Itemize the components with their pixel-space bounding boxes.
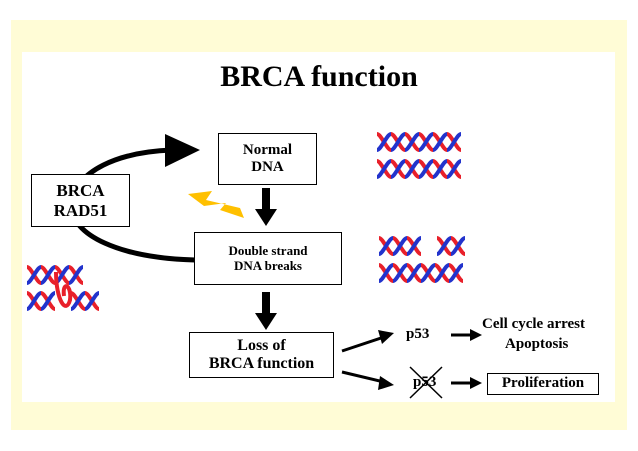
dna-helix-break-1a	[378, 236, 422, 256]
dna-repair-loop	[54, 271, 73, 308]
lightning-icon	[188, 191, 244, 218]
proliferation-box: Proliferation	[487, 373, 599, 395]
diag-arrow-up	[341, 335, 385, 353]
down-arrow-2-head	[255, 313, 277, 330]
brca-rad51-label: BRCA RAD51	[53, 180, 108, 220]
cell-cycle-arrest-label: Cell cycle arrest	[482, 316, 586, 332]
normal-dna-label: Normal DNA	[242, 141, 293, 175]
dna-helix-break-1b	[436, 236, 466, 256]
down-arrow-1-shaft	[262, 188, 270, 210]
down-arrow-2-shaft	[262, 292, 270, 314]
dna-helix-normal-2	[376, 159, 462, 179]
down-arrow-1-head	[255, 209, 277, 226]
h-arrow-bottom-head	[470, 377, 482, 389]
apoptosis-label: Apoptosis	[505, 336, 569, 352]
normal-dna-box: Normal DNA	[218, 133, 317, 185]
dna-helix-rad51-1	[26, 265, 84, 285]
diag-arrow-down-head	[378, 376, 394, 390]
double-strand-box: Double strand DNA breaks	[194, 232, 342, 285]
p53-top-label: p53	[406, 326, 430, 342]
loss-brca-label: Loss of BRCA function	[208, 336, 315, 372]
diag-arrow-down	[341, 370, 385, 384]
p53-cross-2	[409, 366, 443, 399]
double-strand-label: Double strand DNA breaks	[228, 242, 308, 273]
loss-brca-box: Loss of BRCA function	[189, 332, 334, 378]
dna-helix-normal-1	[376, 132, 462, 152]
slide-title: BRCA function	[220, 60, 418, 93]
h-arrow-top-head	[470, 329, 482, 341]
brca-rad51-box: BRCA RAD51	[31, 174, 130, 227]
cycle-arrowhead	[165, 134, 200, 167]
p53-bottom-label: p53	[413, 374, 437, 390]
diag-arrow-up-head	[378, 330, 394, 344]
proliferation-label: Proliferation	[501, 375, 585, 392]
dna-helix-rad51-2a	[26, 291, 56, 311]
dna-helix-break-2	[378, 263, 464, 283]
dna-helix-rad51-2b	[70, 291, 100, 311]
